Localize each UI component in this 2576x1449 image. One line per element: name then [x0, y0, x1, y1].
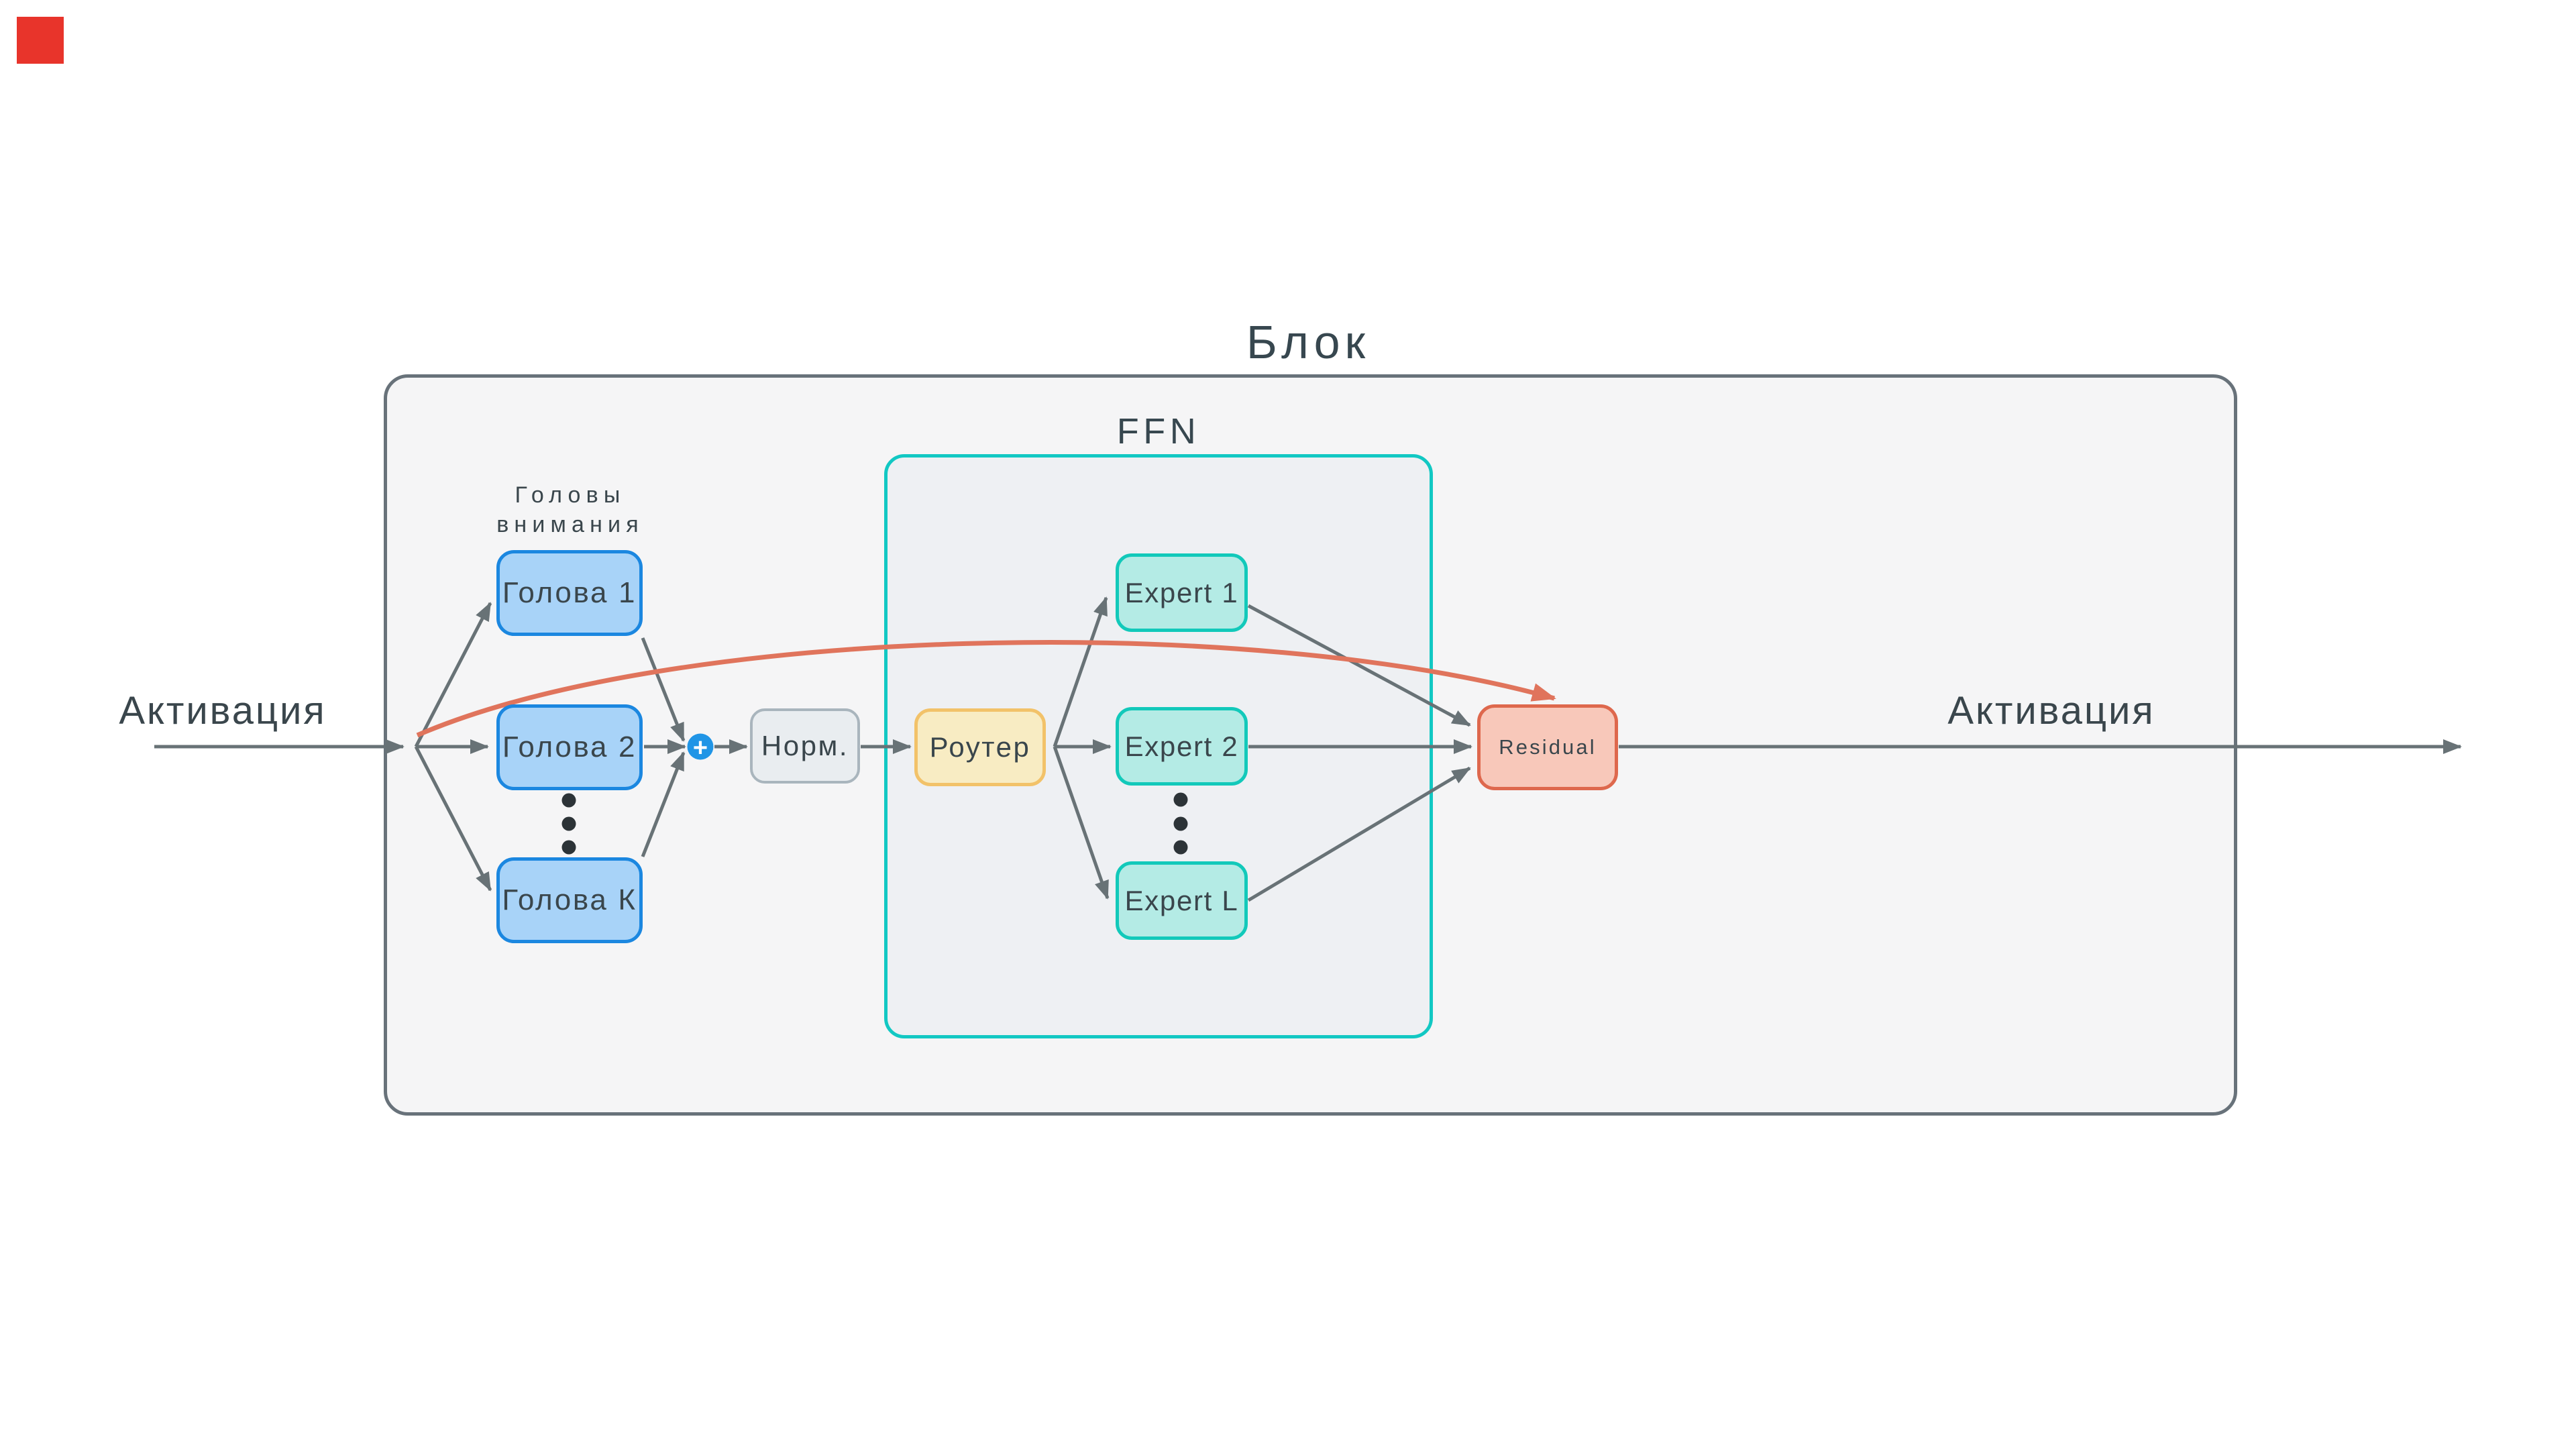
sum-plus-symbol: + [693, 734, 708, 762]
expert-2-box: Expert 2 [1116, 707, 1248, 786]
router-box: Роутер [914, 708, 1046, 786]
input-activation-label: Активация [119, 689, 327, 733]
fan-to-head3-arrow [414, 745, 492, 892]
attention-caption-line2: внимания [496, 512, 644, 538]
attention-caption-line1: Головы [515, 482, 626, 508]
attention-head-2-box: Голова 2 [496, 704, 643, 790]
head3-to-sum-arrow [641, 751, 686, 857]
block-title: Блок [1246, 316, 1371, 368]
router-to-expert1-arrow [1053, 596, 1108, 747]
attention-head-k-box: Голова К [496, 857, 643, 943]
ellipsis-dots [561, 792, 1188, 855]
expert-l-box: Expert L [1116, 861, 1248, 940]
recording-indicator-square [17, 17, 64, 64]
attention-head-1-box: Голова 1 [496, 550, 643, 636]
expert1-to-residual-arrow [1247, 604, 1471, 727]
expert-1-box: Expert 1 [1116, 553, 1248, 632]
norm-box: Норм. [750, 708, 860, 784]
gray-arrows [154, 596, 2462, 902]
router-to-expertL-arrow [1053, 746, 1110, 900]
sum-circle [687, 733, 714, 760]
ffn-title: FFN [1116, 411, 1201, 451]
residual-skip-arrow [416, 640, 1556, 738]
fan-to-head1-arrow [414, 602, 492, 748]
attention-heads-caption: Головы внимания [496, 480, 644, 539]
residual-box: Residual [1477, 704, 1618, 790]
sum-node: + [687, 733, 714, 762]
expertL-to-residual-arrow [1247, 766, 1471, 902]
head1-to-sum-arrow [641, 637, 686, 742]
output-activation-label: Активация [1947, 689, 2155, 733]
